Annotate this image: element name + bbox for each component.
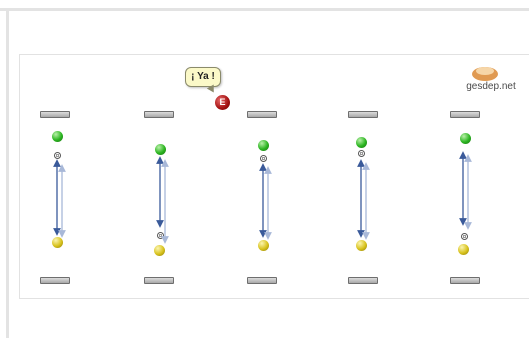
green-ball-1: [52, 131, 63, 142]
yellow-ball-5: [458, 244, 469, 255]
paddle-bottom-2: [144, 277, 174, 284]
drill-panel: [19, 54, 529, 299]
paddle-bottom-4: [348, 277, 378, 284]
yellow-ball-3: [258, 240, 269, 251]
soccer-ball-1: [54, 152, 61, 159]
green-ball-5: [460, 133, 471, 144]
soccer-ball-5: [461, 233, 468, 240]
soccer-ball-3: [260, 155, 267, 162]
paddle-bottom-3: [247, 277, 277, 284]
gesdep-logo: gesdep.net: [461, 64, 521, 98]
paddle-top-2: [144, 111, 174, 118]
speech-bubble: ¡ Ya !: [185, 67, 221, 87]
paddle-bottom-5: [450, 277, 480, 284]
green-ball-4: [356, 137, 367, 148]
yellow-ball-1: [52, 237, 63, 248]
e-badge: E: [215, 95, 230, 110]
green-ball-3: [258, 140, 269, 151]
paddle-top-4: [348, 111, 378, 118]
soccer-ball-4: [358, 150, 365, 157]
paddle-top-1: [40, 111, 70, 118]
left-rule: [6, 8, 9, 338]
top-rule: [0, 8, 529, 11]
yellow-ball-4: [356, 240, 367, 251]
paddle-bottom-1: [40, 277, 70, 284]
paddle-top-5: [450, 111, 480, 118]
logo-text: gesdep.net: [466, 81, 516, 92]
green-ball-2: [155, 144, 166, 155]
logo-icon: [472, 67, 498, 81]
paddle-top-3: [247, 111, 277, 118]
yellow-ball-2: [154, 245, 165, 256]
